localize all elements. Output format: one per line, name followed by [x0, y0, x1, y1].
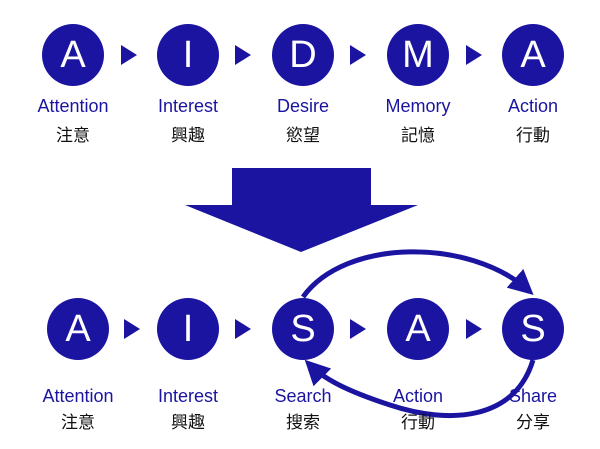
aidma-step-1-label: Attention — [37, 96, 109, 116]
aisas-step-4-label-jp: 行動 — [401, 413, 435, 433]
aisas-step-2-label-jp: 興趣 — [171, 413, 205, 433]
aidma-step-2-label-jp: 興趣 — [171, 126, 205, 146]
aisas-step-arrow-2-icon — [235, 319, 251, 339]
aidma-step-3-label: Desire — [276, 96, 329, 116]
aisas-step-5-label: Share — [508, 386, 558, 406]
aidma-step-4-label: Memory — [385, 96, 451, 116]
aisas-step-arrow-1-icon — [124, 319, 140, 339]
aisas-step-3-label-jp: 搜索 — [286, 413, 320, 433]
curved-arrow-icon — [300, 249, 534, 299]
aisas-step-arrow-3-icon — [350, 319, 366, 339]
down-arrow-icon — [185, 168, 418, 252]
aidma-step-3-label-jp: 慾望 — [286, 126, 320, 146]
aidma-step-arrow-1-icon — [121, 45, 137, 65]
aisas-step-2-circle: I — [157, 298, 219, 360]
aisas-step-arrow-4-icon — [466, 319, 482, 339]
aisas-step-1-circle: A — [47, 298, 109, 360]
aidma-step-arrow-3-icon — [350, 45, 366, 65]
aisas-step-3-label: Search — [274, 386, 332, 406]
aidma-step-2-circle: I — [157, 24, 219, 86]
aidma-step-4-circle: M — [387, 24, 449, 86]
aidma-step-5-circle: A — [502, 24, 564, 86]
aisas-step-2-label: Interest — [157, 386, 219, 406]
aisas-step-5-circle: S — [502, 298, 564, 360]
aisas-step-4-label: Action — [392, 386, 444, 406]
aisas-step-3-circle: S — [272, 298, 334, 360]
aidma-step-4-label-jp: 記憶 — [401, 126, 435, 146]
aidma-step-5-label-jp: 行動 — [516, 126, 550, 146]
aidma-step-1-circle: A — [42, 24, 104, 86]
aidma-step-3-circle: D — [272, 24, 334, 86]
aisas-step-1-label: Attention — [42, 386, 114, 406]
aisas-step-5-label-jp: 分享 — [516, 413, 550, 433]
aidma-step-arrow-4-icon — [466, 45, 482, 65]
aidma-step-1-label-jp: 注意 — [56, 126, 90, 146]
aidma-step-arrow-2-icon — [235, 45, 251, 65]
aidma-step-5-label: Action — [507, 96, 559, 116]
aidma-step-2-label: Interest — [157, 96, 219, 116]
aisas-step-1-label-jp: 注意 — [61, 413, 95, 433]
aisas-step-4-circle: A — [387, 298, 449, 360]
